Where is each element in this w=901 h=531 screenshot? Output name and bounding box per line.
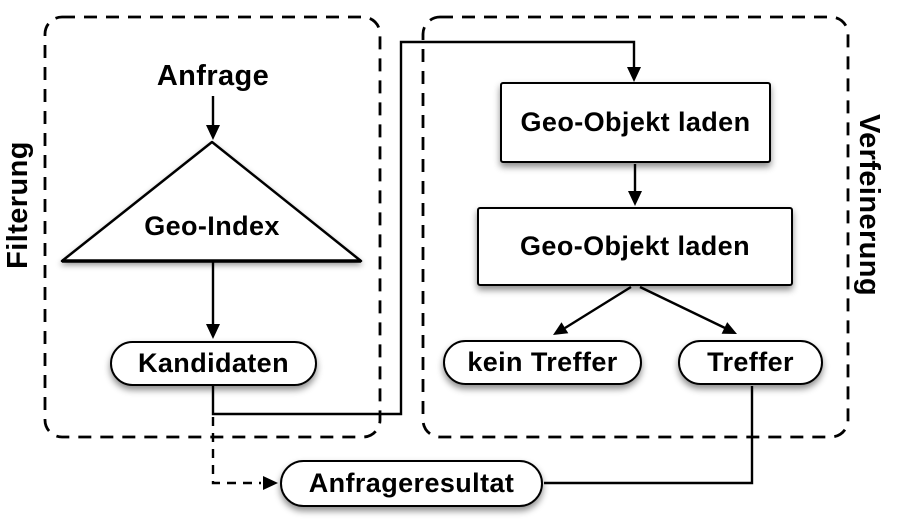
node-geo-index-label: Geo-Index [144,211,280,241]
arrowhead-into-keintreffer [553,322,569,335]
region-label-verfeinerung: Verfeinerung [853,113,885,297]
node-anfrageresultat: Anfrageresultat [280,460,543,507]
node-treffer: Treffer [678,340,823,385]
edge-treffer-to-anfrageresultat [544,386,754,485]
node-geo-objekt-laden-1: Geo-Objekt laden [500,82,771,163]
edge-laden2-to-keintreffer [564,285,632,330]
edge-kandidaten-to-anfrageresultat-dashed [211,417,261,485]
arrowheads [206,67,737,490]
solid-edges [211,40,754,485]
region-verfeinerung-outline [421,15,850,439]
arrowhead-into-laden2 [628,191,642,206]
arrowhead-into-treffer [721,322,737,334]
node-kein-treffer: kein Treffer [443,340,642,385]
node-geo-objekt-laden-2: Geo-Objekt laden [477,207,793,286]
node-anfrage: Anfrage [156,60,270,92]
geo-index-triangle [60,140,363,263]
region-label-filterung: Filterung [2,141,34,269]
node-kandidaten: Kandidaten [110,341,317,386]
edge-laden2-to-treffer [639,285,726,330]
arrowhead-into-laden1 [627,67,641,82]
arrowhead-into-geoindex [206,125,220,140]
arrowhead-into-anfrageresultat [263,476,278,490]
arrowhead-into-kandidaten [206,324,220,339]
edge-kandidaten-to-laden1 [211,40,636,416]
